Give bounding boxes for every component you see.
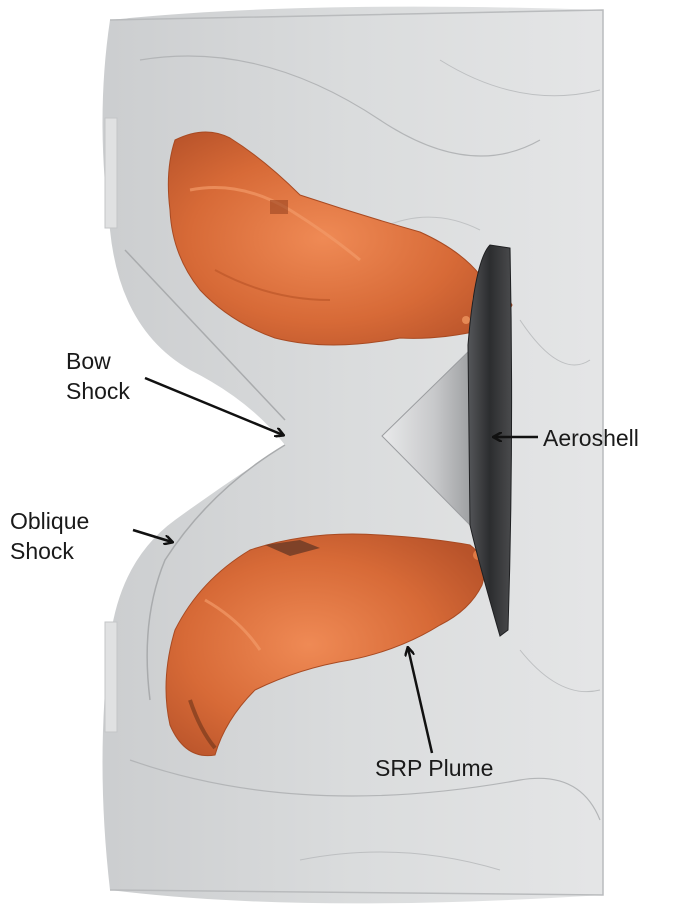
- bow-shock-label-line1: Bow: [66, 346, 130, 376]
- bow-shock-label-line2: Shock: [66, 376, 130, 406]
- aeroshell-label: Aeroshell: [543, 423, 639, 453]
- srp-plume-label: SRP Plume: [375, 753, 493, 783]
- oblique-shock-label: Oblique Shock: [10, 506, 89, 566]
- oblique-shock-label-line2: Shock: [10, 536, 89, 566]
- bow-shock-label: Bow Shock: [66, 346, 130, 406]
- oblique-shock-label-line1: Oblique: [10, 506, 89, 536]
